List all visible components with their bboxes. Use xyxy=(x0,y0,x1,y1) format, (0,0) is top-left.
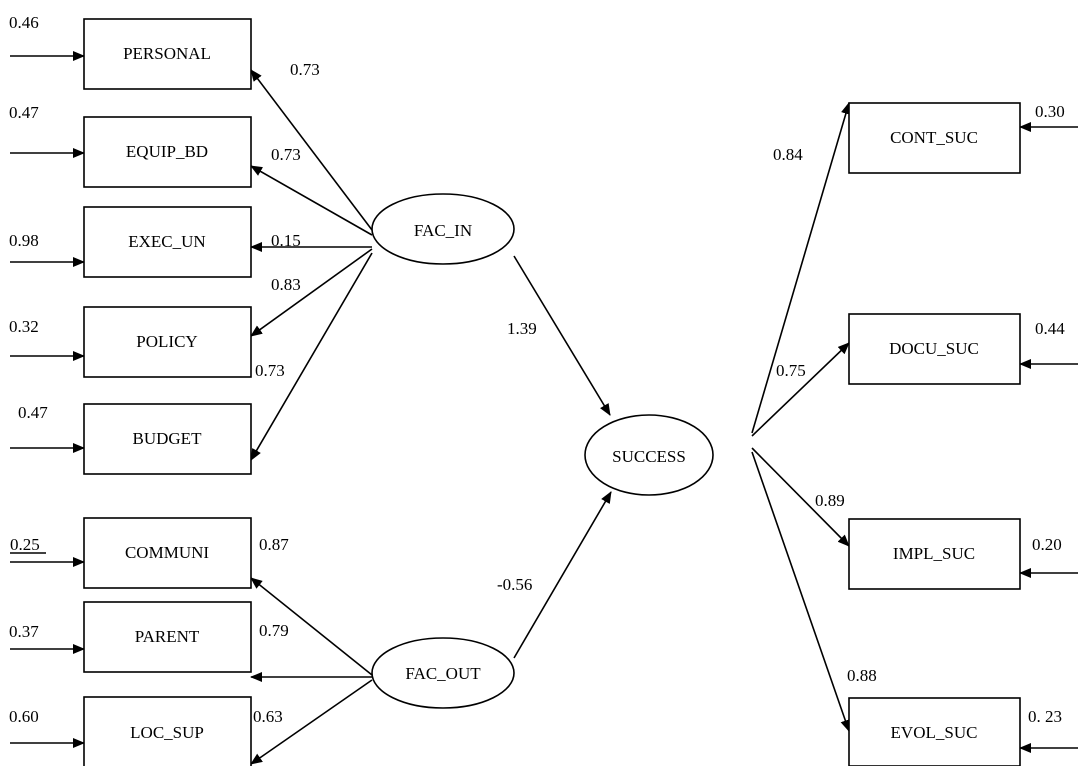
loading-arrow-personal xyxy=(250,69,373,231)
error-value-budget: 0.47 xyxy=(18,403,48,422)
node-cont-suc-label: CONT_SUC xyxy=(890,128,978,147)
latent-fac-out: FAC_OUT xyxy=(371,637,515,709)
node-budget-label: BUDGET xyxy=(133,429,203,448)
node-equip-bd: EQUIP_BD xyxy=(83,116,252,188)
loading-value-personal: 0.73 xyxy=(290,60,320,79)
loading-arrow-cont-suc xyxy=(751,102,851,434)
loading-value-docu-suc: 0.75 xyxy=(776,361,806,380)
error-value-communi: 0.25 xyxy=(10,535,40,554)
error-value-exec-un: 0.98 xyxy=(9,231,39,250)
node-loc-sup-label: LOC_SUP xyxy=(130,723,204,742)
node-communi-label: COMMUNI xyxy=(125,543,209,562)
loading-arrow-budget xyxy=(250,252,373,461)
node-equip-bd-label: EQUIP_BD xyxy=(126,142,208,161)
node-docu-suc-label: DOCU_SUC xyxy=(889,339,979,358)
loading-value-equip-bd: 0.73 xyxy=(271,145,301,164)
path-value-fac-in-success: 1.39 xyxy=(507,319,537,338)
latent-fac-in-label: FAC_IN xyxy=(414,221,472,240)
node-communi: COMMUNI xyxy=(83,517,252,589)
error-value-cont-suc: 0.30 xyxy=(1035,102,1065,121)
loading-value-impl-suc: 0.89 xyxy=(815,491,845,510)
node-impl-suc-label: IMPL_SUC xyxy=(893,544,975,563)
error-value-docu-suc: 0.44 xyxy=(1035,319,1065,338)
loading-arrow-docu-suc xyxy=(751,342,850,437)
loading-value-exec-un: 0.15 xyxy=(271,231,301,250)
error-value-equip-bd: 0.47 xyxy=(9,103,39,122)
node-exec-un: EXEC_UN xyxy=(83,206,252,278)
error-value-parent: 0.37 xyxy=(9,622,39,641)
loading-arrow-communi xyxy=(250,577,373,676)
latent-success-label: SUCCESS xyxy=(612,447,686,466)
loading-arrow-equip-bd xyxy=(250,165,373,236)
path-arrow-fac-out-success xyxy=(513,491,612,659)
error-value-loc-sup: 0.60 xyxy=(9,707,39,726)
node-personal-label: PERSONAL xyxy=(123,44,211,63)
node-evol-suc: EVOL_SUC xyxy=(848,697,1021,766)
node-docu-suc: DOCU_SUC xyxy=(848,313,1021,385)
node-evol-suc-label: EVOL_SUC xyxy=(891,723,978,742)
path-arrow-fac-in-success xyxy=(513,255,611,416)
loading-arrow-evol-suc xyxy=(751,451,851,732)
node-personal: PERSONAL xyxy=(83,18,252,90)
node-exec-un-label: EXEC_UN xyxy=(128,232,205,251)
path-value-fac-out-success: -0.56 xyxy=(497,575,532,594)
error-value-personal: 0.46 xyxy=(9,13,39,32)
latent-fac-in: FAC_IN xyxy=(371,193,515,265)
loading-value-communi: 0.87 xyxy=(259,535,289,554)
loading-arrow-loc-sup xyxy=(250,679,373,765)
node-loc-sup: LOC_SUP xyxy=(83,696,252,766)
loading-value-loc-sup: 0.63 xyxy=(253,707,283,726)
node-parent-label: PARENT xyxy=(135,627,200,646)
loading-arrow-impl-suc xyxy=(751,447,850,547)
loading-value-policy: 0.83 xyxy=(271,275,301,294)
latent-success: SUCCESS xyxy=(584,414,714,496)
loading-value-budget: 0.73 xyxy=(255,361,285,380)
error-value-evol-suc: 0. 23 xyxy=(1028,707,1062,726)
node-policy-label: POLICY xyxy=(136,332,197,351)
loading-value-parent: 0.79 xyxy=(259,621,289,640)
loading-arrow-policy xyxy=(250,248,373,337)
loading-value-cont-suc: 0.84 xyxy=(773,145,803,164)
node-budget: BUDGET xyxy=(83,403,252,475)
latent-fac-out-label: FAC_OUT xyxy=(405,664,481,683)
loading-value-evol-suc: 0.88 xyxy=(847,666,877,685)
node-parent: PARENT xyxy=(83,601,252,673)
node-cont-suc: CONT_SUC xyxy=(848,102,1021,174)
node-impl-suc: IMPL_SUC xyxy=(848,518,1021,590)
error-value-impl-suc: 0.20 xyxy=(1032,535,1062,554)
node-policy: POLICY xyxy=(83,306,252,378)
error-value-policy: 0.32 xyxy=(9,317,39,336)
